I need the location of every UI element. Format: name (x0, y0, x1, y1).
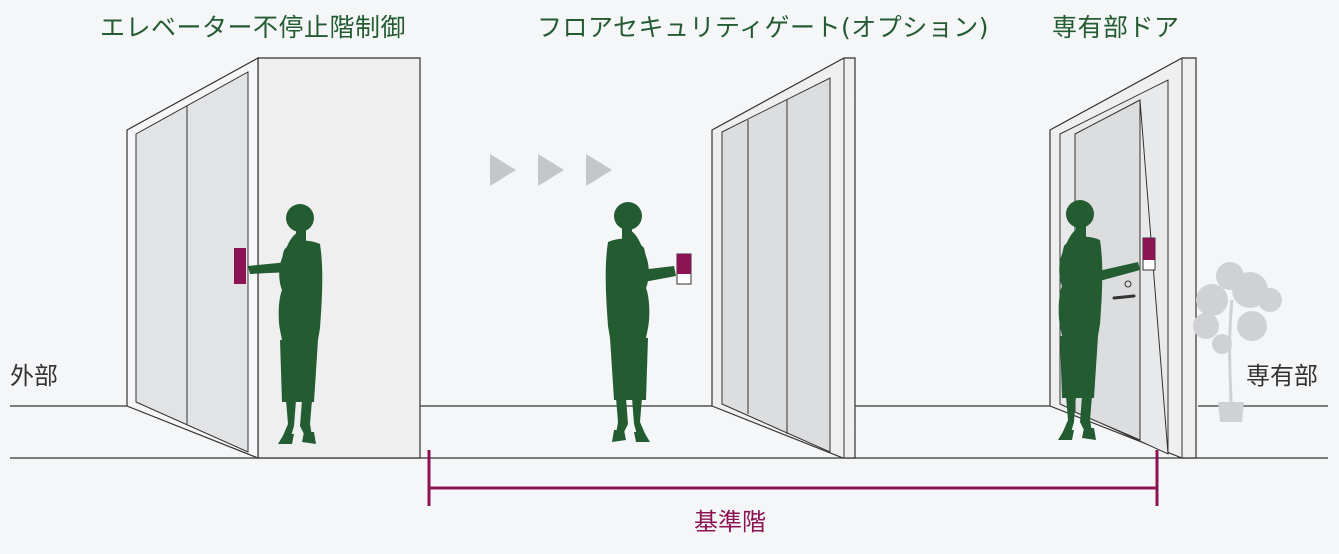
arrow-icon (586, 154, 612, 186)
elevator-card-reader (234, 248, 246, 284)
unit-door-edge (1139, 99, 1169, 455)
elevator-illustration (126, 56, 421, 459)
base-floor-label: 基準階 (694, 508, 766, 536)
unit-door-card-reader-panel (1143, 238, 1155, 260)
private-area-label: 専有部 (1246, 362, 1318, 390)
elevator-doors (135, 71, 249, 453)
potted-plant-illustration (1193, 262, 1282, 422)
woman-arm-elevator (248, 262, 290, 274)
plant-stem (1228, 299, 1234, 403)
unit-door-illustration (1049, 57, 1197, 459)
progress-arrows (490, 154, 612, 186)
unit-door-keyhole (1124, 280, 1132, 288)
base-floor-bracket (427, 450, 1159, 506)
plant-pot (1218, 402, 1244, 422)
arrow-icon (538, 154, 564, 186)
floor-gate-label: フロアセキュリティゲート(オプション) (537, 13, 990, 42)
gate-card-reader-panel (677, 254, 691, 274)
plant-leaves (1193, 262, 1282, 354)
floor-gate-illustration (605, 57, 856, 459)
arrow-icon (490, 154, 516, 186)
gate-doors (721, 77, 831, 453)
elevator-control-label: エレベーター不停止階制御 (100, 13, 407, 42)
unit-door-handle (1112, 294, 1136, 300)
woman-arm-gate (640, 266, 676, 282)
outside-label: 外部 (10, 362, 58, 390)
unit-door-label: 専有部ドア (1052, 13, 1180, 42)
woman-arm-door (1094, 262, 1140, 282)
